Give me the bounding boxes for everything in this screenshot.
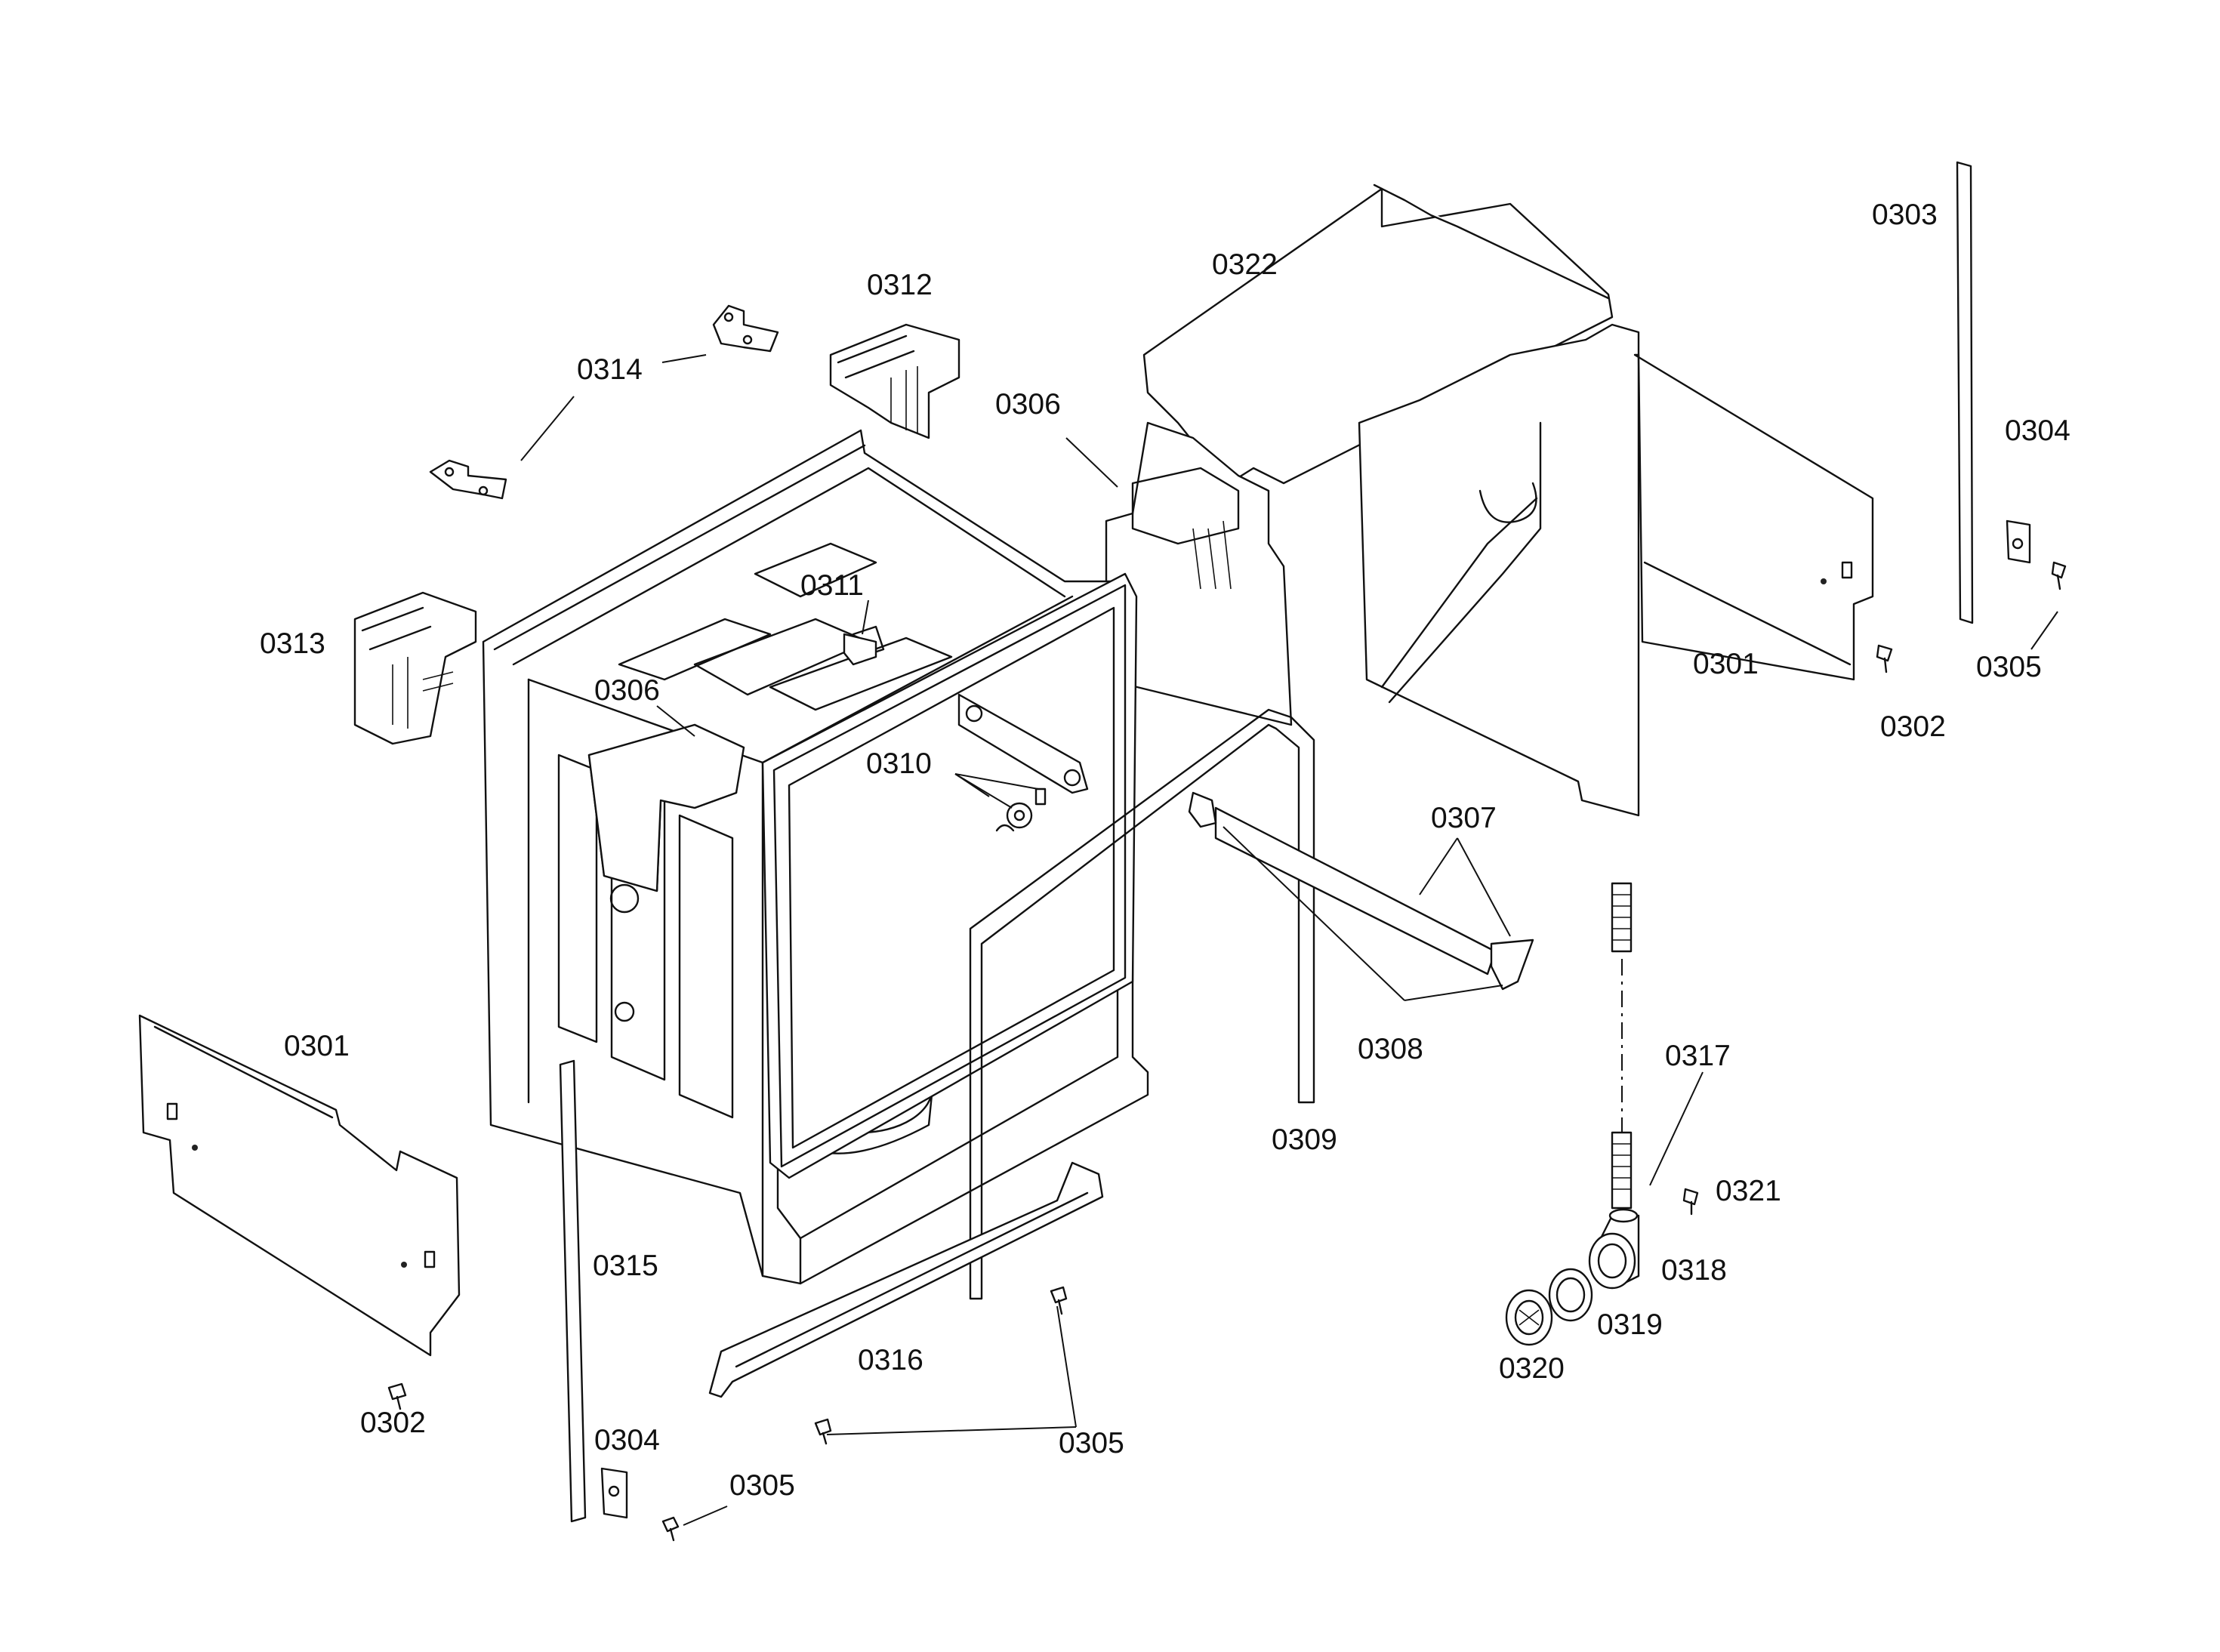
label-0301-right: 0301 xyxy=(1693,648,1759,680)
part-0304-clip xyxy=(2006,519,2031,564)
label-0315: 0315 xyxy=(593,1250,658,1282)
part-0313-bracket xyxy=(353,591,477,745)
part-0304-clip-bottom xyxy=(600,1467,628,1519)
label-0301-left: 0301 xyxy=(284,1030,350,1062)
part-0314-bracket-lower xyxy=(429,459,507,500)
label-0322: 0322 xyxy=(1212,248,1278,281)
part-0305-screw-upper xyxy=(1050,1286,1068,1315)
part-0310-hinge xyxy=(957,693,1089,832)
part-0302-screw-left xyxy=(387,1382,407,1410)
label-0313: 0313 xyxy=(260,627,325,660)
part-0305-screw-right xyxy=(2051,561,2067,590)
label-0311: 0311 xyxy=(800,569,864,602)
part-0303-strip xyxy=(1956,161,1974,624)
part-0309-gasket xyxy=(969,708,1315,1300)
label-0312: 0312 xyxy=(867,269,933,301)
part-0306-shield xyxy=(587,723,745,892)
label-0304-bottom: 0304 xyxy=(594,1424,660,1456)
label-0307: 0307 xyxy=(1431,802,1497,834)
part-0320-cap xyxy=(1505,1289,1553,1346)
part-0314-bracket-upper xyxy=(712,304,779,353)
part-0311-clip xyxy=(843,633,877,666)
label-0318: 0318 xyxy=(1661,1254,1727,1287)
label-0308: 0308 xyxy=(1358,1033,1423,1065)
part-0319-ring xyxy=(1548,1268,1593,1322)
leader-lines xyxy=(520,354,2058,1526)
part-0317-hose xyxy=(1611,882,1633,1210)
label-0304-right: 0304 xyxy=(2005,415,2070,447)
part-0316-bottom-rail xyxy=(708,1161,1104,1398)
label-0314: 0314 xyxy=(577,353,643,386)
part-0315-strip xyxy=(559,1059,587,1523)
part-door-frame xyxy=(761,572,1138,1179)
part-labels: 0314 0312 0313 0311 0306 0306 0322 0303 … xyxy=(260,199,2070,1502)
part-0301-right-panel xyxy=(1633,353,1874,681)
part-0301-left-panel xyxy=(138,1014,461,1357)
label-0303: 0303 xyxy=(1872,199,1938,231)
part-0321-screw xyxy=(1682,1188,1699,1216)
part-0322-cover xyxy=(1105,183,1640,817)
part-0305-screw-bottom-left xyxy=(661,1516,680,1542)
label-0319: 0319 xyxy=(1597,1308,1663,1341)
label-0309: 0309 xyxy=(1272,1123,1337,1156)
label-0317: 0317 xyxy=(1665,1040,1731,1072)
part-0307-rail xyxy=(1188,791,1534,991)
label-0306-back: 0306 xyxy=(995,388,1061,421)
label-0305-mid: 0305 xyxy=(1059,1427,1124,1459)
part-0318-fitting xyxy=(1588,1208,1640,1290)
label-0320: 0320 xyxy=(1499,1352,1565,1385)
label-0305-right: 0305 xyxy=(1976,651,2042,683)
part-0302-screw-right xyxy=(1876,644,1893,673)
label-0302-left: 0302 xyxy=(360,1407,426,1439)
label-0306-front: 0306 xyxy=(594,674,660,707)
label-0305-bottom: 0305 xyxy=(729,1469,795,1502)
part-0305-screw-mid xyxy=(814,1418,832,1445)
label-0321: 0321 xyxy=(1716,1175,1781,1207)
label-0302-right: 0302 xyxy=(1880,710,1946,743)
label-0310: 0310 xyxy=(866,747,932,780)
part-0312-bracket xyxy=(829,323,960,439)
label-0316: 0316 xyxy=(858,1344,923,1376)
